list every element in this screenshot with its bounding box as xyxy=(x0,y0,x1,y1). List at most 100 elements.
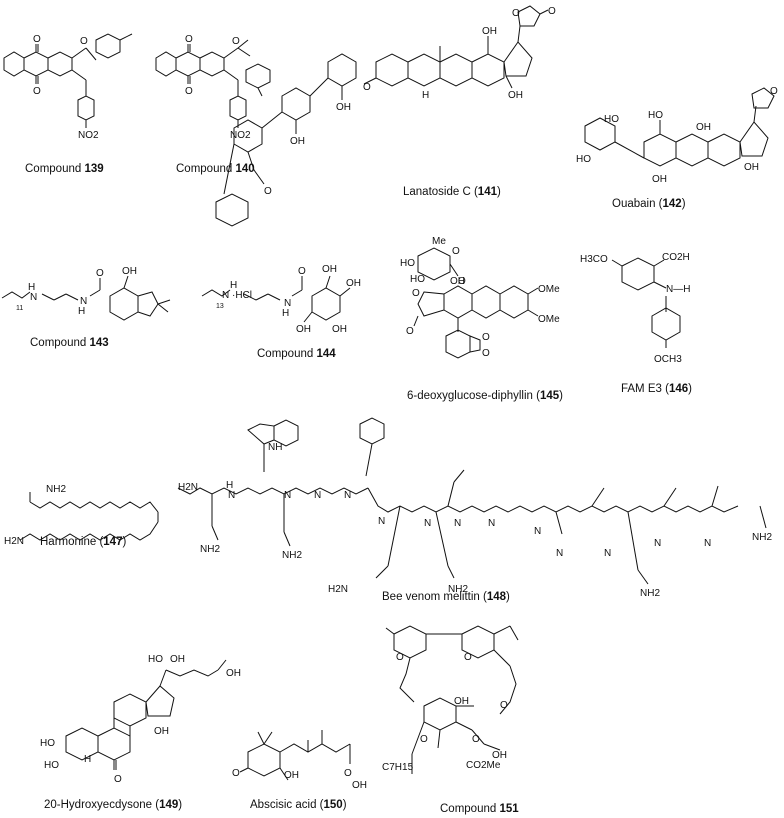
h3co-label: H3CO xyxy=(580,254,608,265)
oh-label: OH xyxy=(332,324,347,335)
n-label: N xyxy=(80,296,87,307)
oh-label: OH xyxy=(122,266,137,277)
h-label: H xyxy=(422,90,429,101)
structure-147: NH2 H2N xyxy=(4,484,159,547)
label-compound-144: Compound 144 xyxy=(257,348,336,360)
structure-139: O O O NO2 xyxy=(3,33,133,141)
o-label: O xyxy=(33,86,41,97)
no2-label: NO2 xyxy=(78,130,99,141)
o-label: O xyxy=(406,326,414,337)
nh2-label: NH2 xyxy=(752,532,772,543)
n-label: N xyxy=(344,490,351,501)
structure-140: O O O NO2 xyxy=(155,34,271,141)
oh-label: OH xyxy=(696,122,711,133)
n-label: N xyxy=(534,526,541,537)
n-label: N xyxy=(284,298,291,309)
me-label: Me xyxy=(432,236,446,247)
label-melittin-148: Bee venom melittin (148) xyxy=(382,591,510,603)
o-label: O xyxy=(298,266,306,277)
label-ouabain-142: Ouabain (142) xyxy=(612,198,686,210)
oh-label: OH xyxy=(652,174,667,185)
label-ecdysone-149: 20-Hydroxyecdysone (149) xyxy=(44,799,183,811)
ome-label: OMe xyxy=(538,314,560,325)
o-label: O xyxy=(363,82,371,93)
oh-label: OH xyxy=(322,264,337,275)
h-label: H xyxy=(226,480,233,491)
o-label: O xyxy=(33,34,41,45)
n-label: N xyxy=(228,490,235,501)
ho-label: HO xyxy=(576,154,591,165)
o-label: O xyxy=(770,86,778,97)
ho-label: HO xyxy=(604,114,619,125)
n-label: N xyxy=(378,516,385,527)
o-label: O xyxy=(396,652,404,663)
n-label: N xyxy=(704,538,711,549)
nh2-label: NH2 xyxy=(46,484,66,495)
oh-label: OH xyxy=(508,90,523,101)
o-label: O xyxy=(472,734,480,745)
nh2-label: NH2 xyxy=(640,588,660,599)
n-label: N xyxy=(30,292,37,303)
o-label: O xyxy=(420,734,428,745)
oh-label: OH xyxy=(450,276,465,287)
h2n-label: H2N xyxy=(178,482,198,493)
no2-label: NO2 xyxy=(230,130,251,141)
ho-label: HO xyxy=(648,110,663,121)
ho-label: HO xyxy=(410,274,425,285)
hcl-label: ·HCl xyxy=(232,290,252,301)
oh-label: OH xyxy=(336,102,351,113)
h-label: H xyxy=(28,282,35,293)
oh-label: OH xyxy=(296,324,311,335)
n-label: N xyxy=(454,518,461,529)
h-label: H xyxy=(230,280,237,291)
n-label: N xyxy=(556,548,563,559)
h-label: H xyxy=(282,308,289,319)
label-diphyllin-145: 6-deoxyglucose-diphyllin (145) xyxy=(407,390,563,402)
label-abscisic-acid-150: Abscisic acid (150) xyxy=(250,799,347,811)
structure-149: HO HO O OH HO OH OH H xyxy=(40,654,241,785)
h-label: H xyxy=(78,306,85,317)
h2n-label: H2N xyxy=(4,536,24,547)
co2me-label: CO2Me xyxy=(466,760,501,771)
chain-length-label: 13 xyxy=(216,303,224,310)
label-lanatoside-c-141: Lanatoside C (141) xyxy=(403,186,501,198)
o-label: O xyxy=(512,8,520,19)
structure-148: H2N N H N N N N N N N N N N N N NH NH2 N… xyxy=(177,417,772,599)
chain-length-label: 11 xyxy=(16,305,23,312)
n-label: N xyxy=(488,518,495,529)
o-label: O xyxy=(548,6,556,17)
nh-label: N—H xyxy=(666,284,690,295)
o-label: O xyxy=(114,774,122,785)
nh-label: NH xyxy=(268,442,282,453)
label-compound-140: Compound 140 xyxy=(176,163,255,175)
o-label: O xyxy=(232,36,240,47)
oh-label: OH xyxy=(170,654,185,665)
o-label: O xyxy=(452,246,460,257)
o-label: O xyxy=(458,276,466,287)
structure-143: H N 11 N H O OH xyxy=(1,266,171,321)
structure-145: Me O HO HO OH O O O OMe OMe O O xyxy=(400,236,560,359)
oh-label: OH xyxy=(346,278,361,289)
n-label: N xyxy=(314,490,321,501)
c7h15-label: C7H15 xyxy=(382,762,414,773)
ho-label: HO xyxy=(400,258,415,269)
n-label: N xyxy=(654,538,661,549)
o-label: O xyxy=(185,34,193,45)
oh-label: OH xyxy=(744,162,759,173)
structure-150: O OH O OH xyxy=(232,730,367,791)
h-label: H xyxy=(84,754,91,765)
structure-142: HO HO HO OH OH OH O xyxy=(576,86,778,185)
oh-label: OH xyxy=(226,668,241,679)
ome-label: OMe xyxy=(538,284,560,295)
oh-label: OH xyxy=(454,696,469,707)
och3-label: OCH3 xyxy=(654,354,682,365)
ho-label: HO xyxy=(44,760,59,771)
nh2-label: NH2 xyxy=(448,584,468,595)
label-compound-139: Compound 139 xyxy=(25,163,104,175)
nh2-label: NH2 xyxy=(282,550,302,561)
structure-146: H3CO CO2H N—H OCH3 xyxy=(580,252,690,365)
label-fam-e3-146: FAM E3 (146) xyxy=(621,383,692,395)
label-compound-151: Compound 151 xyxy=(440,803,519,815)
o-label: O xyxy=(344,768,352,779)
label-harmonine-147: Harmonine (147) xyxy=(40,536,127,548)
